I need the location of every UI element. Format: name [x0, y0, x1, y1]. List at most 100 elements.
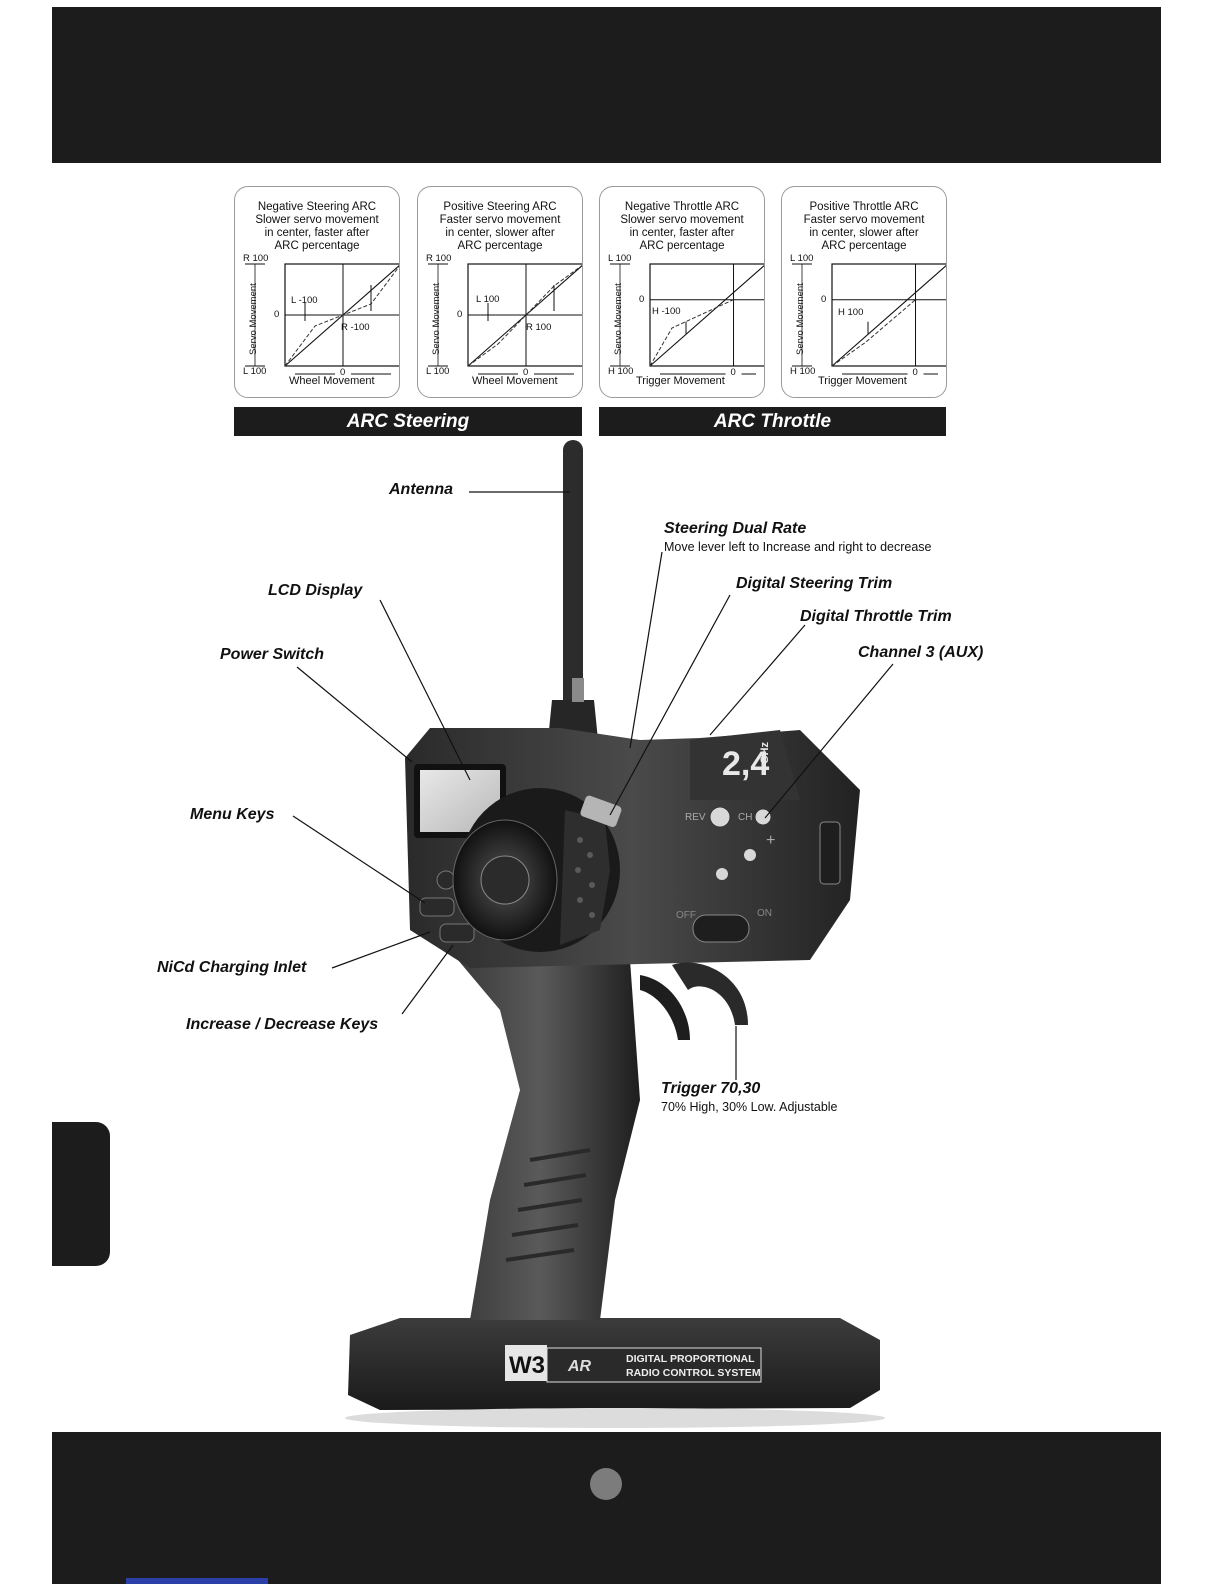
y-zero-label: 0	[639, 293, 645, 305]
ch-label: CH	[738, 812, 752, 823]
y-top-label: L 100	[790, 253, 814, 264]
x-axis-label: Trigger Movement	[818, 375, 907, 387]
menu-key	[419, 897, 455, 917]
x-zero-label: 0	[340, 367, 346, 378]
arc-card-title-line: Slower servo movement	[620, 214, 744, 226]
arc-card-title-line: Faster servo movement	[803, 214, 925, 226]
trim-button-1	[744, 849, 756, 861]
y-top-label: R 100	[243, 253, 269, 264]
y-zero-label: 0	[274, 309, 280, 320]
x-axis-label: Wheel Movement	[289, 375, 375, 387]
accent-strip	[126, 1578, 268, 1584]
arc-card-title-line: in center, faster after	[629, 227, 735, 239]
base-line1: DIGITAL PROPORTIONAL	[626, 1353, 755, 1365]
arc-card-title-line: ARC percentage	[457, 240, 543, 252]
callout-steering-dual-rate-desc: Move lever left to Increase and right to…	[664, 540, 932, 554]
header-band	[52, 7, 1161, 163]
callout-trigger: Trigger 70,30	[661, 1080, 761, 1097]
arc-card-title-line: Faster servo movement	[439, 214, 561, 226]
y-top-label: R 100	[426, 253, 452, 264]
linear-curve	[467, 265, 582, 367]
curve-marker-label: R 100	[526, 322, 552, 333]
rev-button	[709, 806, 731, 828]
arc-plot	[610, 263, 764, 375]
rev-label: REV	[685, 812, 706, 823]
callout-lcd-display: LCD Display	[268, 582, 363, 599]
arc-card-title-line: in center, slower after	[445, 227, 555, 239]
antenna-shape	[563, 440, 583, 740]
plot-frame	[649, 263, 764, 367]
callout-trigger-desc: 70% High, 30% Low. Adjustable	[661, 1100, 838, 1114]
arc-card-title-line: ARC percentage	[821, 240, 907, 252]
arc-curve	[831, 299, 916, 367]
callout-antenna: Antenna	[389, 481, 453, 498]
callout-digital-throttle-trim: Digital Throttle Trim	[800, 608, 952, 625]
callout-menu-keys: Menu Keys	[190, 806, 275, 823]
x-zero-label: 0	[730, 367, 736, 378]
curve-marker-label: R -100	[341, 322, 370, 333]
plus-label: +	[766, 832, 775, 849]
curve-marker-label: H 100	[838, 306, 864, 318]
y-bottom-label: L 100	[243, 366, 267, 377]
increase-decrease-key	[439, 923, 475, 943]
arc-throttle-title: ARC Throttle	[599, 407, 946, 436]
arc-curve	[284, 265, 399, 367]
y-bottom-label: H 100	[790, 366, 816, 377]
channel3-button	[754, 808, 772, 826]
y-zero-label: 0	[821, 293, 827, 305]
arc-plot	[428, 263, 582, 375]
curve-marker-label: H -100	[652, 305, 681, 317]
callout-digital-steering-trim: Digital Steering Trim	[736, 575, 893, 592]
arc-card-title-line: ARC percentage	[274, 240, 360, 252]
x-axis-label: Trigger Movement	[636, 375, 725, 387]
curve-marker-label: L 100	[476, 294, 500, 305]
y-top-label: L 100	[608, 253, 632, 264]
page-number-dot	[590, 1468, 622, 1500]
arc-card-title-line: Negative Throttle ARC	[624, 201, 740, 213]
callout-power-switch: Power Switch	[220, 646, 325, 663]
trim-button-2	[716, 868, 728, 880]
callout-nicd-inlet: NiCd Charging Inlet	[157, 959, 307, 976]
switch-off-label: OFF	[676, 910, 696, 921]
x-zero-label: 0	[912, 367, 918, 378]
arc-curve	[467, 264, 582, 367]
arc-card-title-line: Slower servo movement	[255, 214, 379, 226]
arc-card-title-line: in center, faster after	[264, 227, 370, 239]
y-bottom-label: H 100	[608, 366, 634, 377]
section-tab	[52, 1122, 110, 1266]
band-unit-text: GHz	[759, 742, 771, 765]
callout-inc-dec-keys: Increase / Decrease Keys	[186, 1016, 379, 1033]
linear-curve	[649, 265, 764, 367]
base-line2: RADIO CONTROL SYSTEM	[626, 1367, 761, 1379]
trigger-shape	[672, 962, 748, 1025]
arc-plot	[245, 263, 399, 375]
x-axis-label: Wheel Movement	[472, 375, 558, 387]
arc-card-title-line: ARC percentage	[639, 240, 725, 252]
brand-logo: AR	[567, 1358, 592, 1375]
linear-curve	[831, 265, 946, 367]
x-zero-label: 0	[523, 367, 529, 378]
plot-frame	[831, 263, 946, 367]
power-switch	[692, 914, 750, 943]
arc-card-title-line: Positive Steering ARC	[443, 201, 557, 213]
grip-shape	[458, 960, 640, 1320]
footer-band	[52, 1432, 1161, 1584]
arc-steering-title: ARC Steering	[234, 407, 582, 436]
arc-curve	[649, 299, 734, 367]
y-bottom-label: L 100	[426, 366, 450, 377]
arc-card-title-line: Positive Throttle ARC	[809, 201, 919, 213]
callout-steering-dual-rate: Steering Dual Rate	[664, 520, 807, 537]
switch-on-label: ON	[757, 908, 772, 919]
model-label: W3	[509, 1352, 545, 1379]
arc-card-title-line: Negative Steering ARC	[257, 201, 377, 213]
band-text: 2,4	[722, 745, 769, 783]
